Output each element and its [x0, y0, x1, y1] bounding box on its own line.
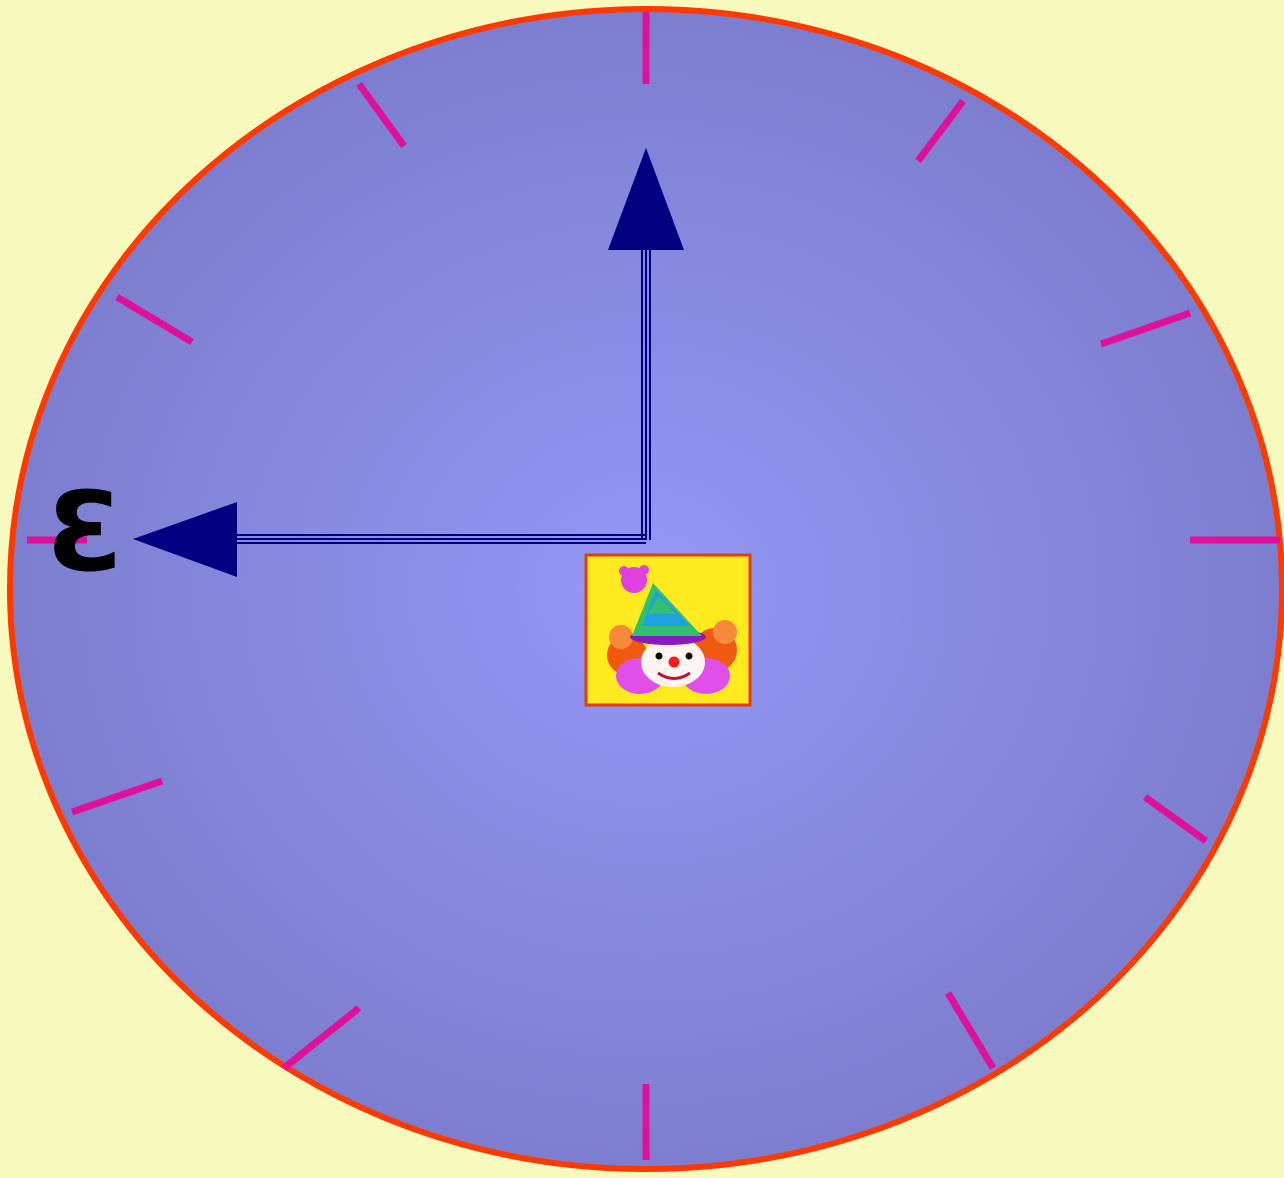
tick-11: [356, 81, 407, 149]
tick-4: [1142, 794, 1209, 844]
tick-5: [944, 991, 997, 1070]
short-hand: [133, 502, 646, 577]
tick-10: [115, 293, 194, 346]
clown-badge: [584, 553, 752, 707]
clown-face-icon: [607, 565, 737, 694]
tick-8: [70, 777, 164, 816]
short-hand-arrowhead: [133, 502, 237, 577]
long-hand: [608, 148, 684, 540]
tick-1: [915, 98, 966, 164]
long-hand-arrowhead: [608, 148, 684, 250]
tick-2: [1099, 309, 1192, 348]
tick-7: [281, 1005, 362, 1071]
tick-marks: [27, 12, 1280, 1160]
hour-label-three: 3: [45, 468, 122, 596]
